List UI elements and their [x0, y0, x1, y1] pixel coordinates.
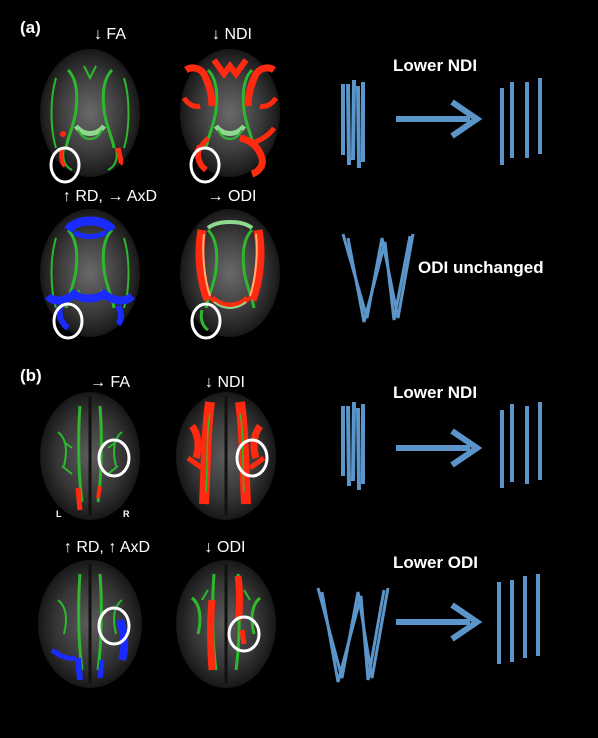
brain-scan-b-odi — [176, 560, 276, 688]
arrow-right-icon-b1 — [396, 428, 483, 468]
scan-label-a-fa: ↓ FA — [93, 26, 126, 43]
roi-circle-icon — [227, 615, 261, 653]
brain-scan-a-odi — [180, 209, 280, 340]
neurite-bundle-icon-b-after — [500, 402, 542, 488]
orientation-left-marker: L — [56, 509, 62, 519]
roi-circle-icon — [49, 146, 81, 184]
roi-circle-icon — [235, 438, 269, 478]
scan-label-a-rd-axd: ↑ RD, → AxD — [62, 188, 158, 205]
roi-circle-icon — [97, 606, 131, 646]
roi-circle-icon — [190, 302, 222, 340]
brain-scan-b-fa — [40, 392, 140, 520]
outcome-b-lower-ndi: Lower NDI — [393, 383, 478, 402]
scan-label-a-odi: → ODI — [207, 188, 257, 205]
scan-label-b-odi: ↓ ODI — [204, 539, 246, 556]
neurite-bundle-icon-b-lower-odi — [497, 574, 540, 664]
scan-label-a-ndi: ↓ NDI — [212, 26, 252, 43]
arrow-right-icon-a — [396, 99, 483, 139]
outcome-a-lower-ndi: Lower NDI — [393, 56, 478, 75]
neurite-zigzag-icon-a — [341, 233, 415, 323]
scan-label-b-ndi: ↓ NDI — [205, 374, 245, 391]
brain-scan-a-ndi — [180, 49, 280, 184]
panel-a-label: (a) — [20, 18, 41, 37]
outcome-b-lower-odi: Lower ODI — [393, 553, 479, 572]
roi-circle-icon — [52, 302, 84, 340]
panel-b-label: (b) — [20, 366, 42, 385]
scan-label-b-rd-axd: ↑ RD, ↑ AxD — [63, 539, 151, 556]
roi-circle-icon — [189, 146, 221, 184]
brain-scan-b-ndi — [176, 392, 276, 520]
neurite-bundle-icon-a-before — [341, 79, 365, 169]
neurite-zigzag-icon-b — [316, 587, 390, 683]
orientation-right-marker: R — [123, 509, 130, 519]
brain-scan-a-fa — [40, 49, 140, 184]
neurite-bundle-icon-a-after — [500, 78, 542, 165]
neurite-bundle-icon-b-before — [341, 401, 365, 491]
roi-circle-icon — [97, 438, 131, 478]
brain-scan-b-rd-axd — [38, 560, 142, 688]
outcome-a-odi-unchanged: ODI unchanged — [418, 258, 544, 277]
arrow-right-icon-b2 — [396, 602, 483, 642]
scan-label-b-fa: → FA — [89, 374, 130, 391]
brain-scan-a-rd-axd — [40, 209, 140, 340]
